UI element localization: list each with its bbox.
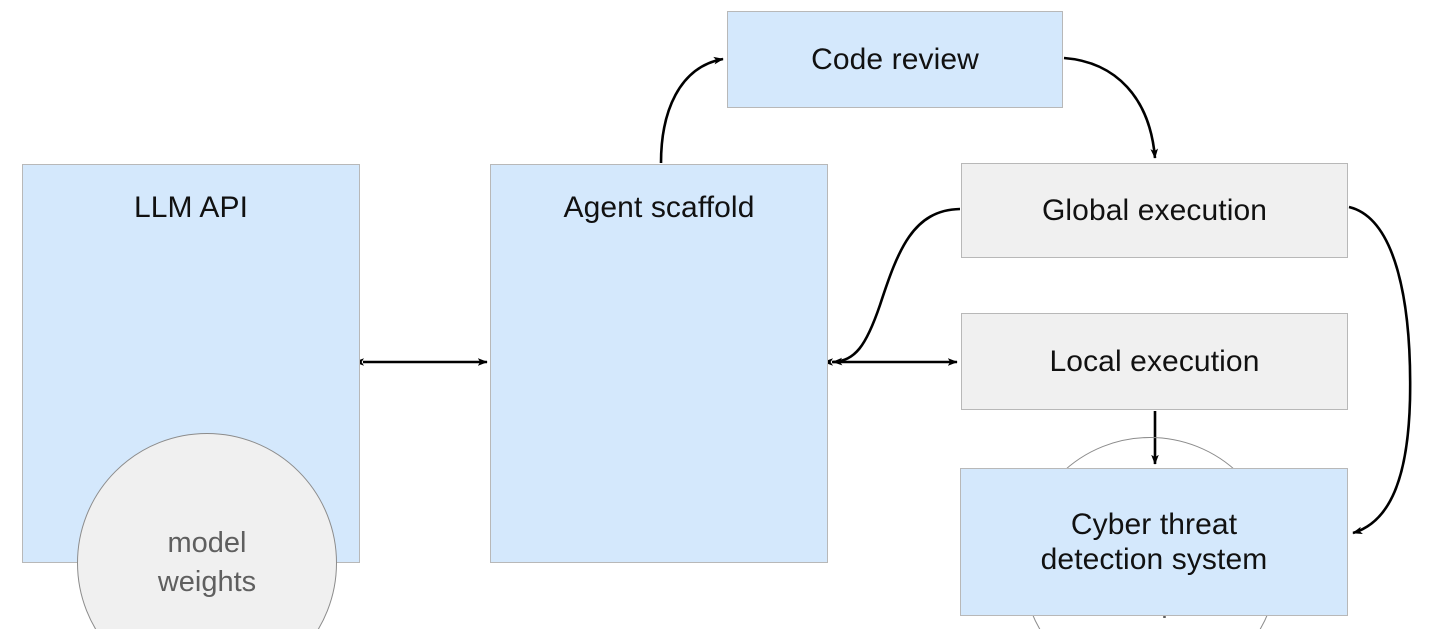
edge-agent-scaffold-code-review [659, 56, 724, 164]
node-global-execution[interactable]: Global execution [961, 163, 1348, 258]
node-llm-api[interactable]: LLM API model weights [22, 164, 360, 629]
node-llm-api-title: LLM API [133, 191, 249, 224]
edge-global-exec-cyber-threat [1348, 205, 1412, 535]
node-local-execution[interactable]: Local execution [961, 313, 1348, 410]
node-global-execution-title: Global execution [1041, 193, 1268, 227]
edge-global-exec-agent-scaffold [832, 207, 961, 366]
node-agent-scaffold-title: Agent scaffold [563, 191, 755, 224]
node-cyber-threat-detection-system[interactable]: Cyber threat detection system [960, 468, 1348, 616]
circle-model-weights-label: model weights [157, 527, 257, 598]
edge-code-review-global-exec [1063, 56, 1159, 159]
node-cyber-threat-detection-system-title: Cyber threat detection system [1040, 507, 1268, 576]
circle-model-weights[interactable]: model weights [77, 433, 337, 629]
node-code-review-title: Code review [811, 42, 979, 76]
node-code-review[interactable]: Code review [727, 11, 1063, 108]
node-local-execution-title: Local execution [1049, 344, 1260, 378]
node-agent-scaffold[interactable]: Agent scaffold sample +act loop [490, 164, 1278, 629]
